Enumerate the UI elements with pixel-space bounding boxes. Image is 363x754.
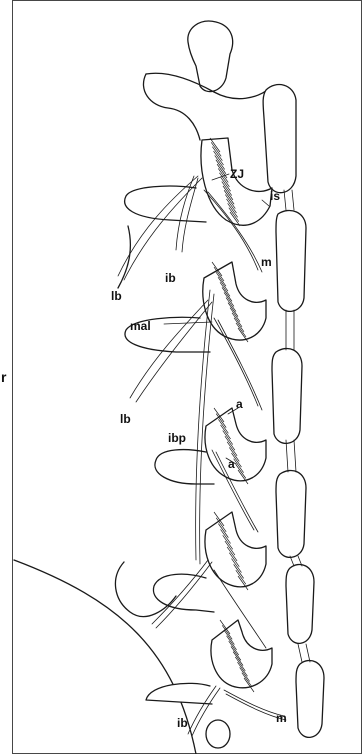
joint-5 bbox=[211, 620, 272, 688]
rib-stub-1 bbox=[118, 226, 130, 288]
label-ib-lower: ib bbox=[177, 716, 188, 730]
spinous-process-1 bbox=[263, 85, 296, 193]
joint-zj bbox=[201, 138, 272, 225]
nerve-m-lower-a bbox=[224, 690, 284, 716]
label-m-lower: m bbox=[276, 711, 287, 725]
transverse-process-3 bbox=[155, 450, 214, 484]
label-mal: mal bbox=[130, 319, 151, 333]
joint-3 bbox=[205, 408, 266, 481]
transverse-process-1 bbox=[125, 186, 206, 222]
interspinous-5 bbox=[298, 644, 310, 662]
frame-border bbox=[13, 1, 362, 754]
label-ibp: ibp bbox=[168, 431, 186, 445]
transverse-process-4 bbox=[153, 574, 214, 612]
label-lb-upper: lb bbox=[111, 289, 122, 303]
spinous-process-4 bbox=[276, 470, 306, 557]
label-a-upper: a bbox=[236, 397, 243, 411]
label-zj: ZJ bbox=[230, 167, 244, 181]
interspinous-1 bbox=[284, 190, 294, 210]
label-lb-middle: lb bbox=[120, 412, 131, 426]
spinous-process-6 bbox=[296, 660, 324, 737]
label-side-marker: r bbox=[1, 369, 7, 385]
vertebra-top-process bbox=[143, 74, 200, 140]
vertebra-top-block bbox=[188, 21, 233, 91]
spinous-process-3 bbox=[272, 348, 302, 443]
label-a-lower: a bbox=[228, 457, 235, 471]
transverse-process-5 bbox=[146, 683, 212, 704]
ring-shape bbox=[206, 720, 230, 748]
interspinous-3 bbox=[286, 440, 296, 472]
joint-2 bbox=[203, 262, 266, 340]
label-is: is bbox=[270, 189, 280, 203]
label-m-upper: m bbox=[261, 255, 272, 269]
interspinous-2 bbox=[286, 310, 294, 350]
label-ib-upper: ib bbox=[165, 271, 176, 285]
joint-4 bbox=[205, 512, 266, 587]
spinous-process-2 bbox=[276, 210, 306, 311]
spinous-process-5 bbox=[286, 564, 314, 643]
